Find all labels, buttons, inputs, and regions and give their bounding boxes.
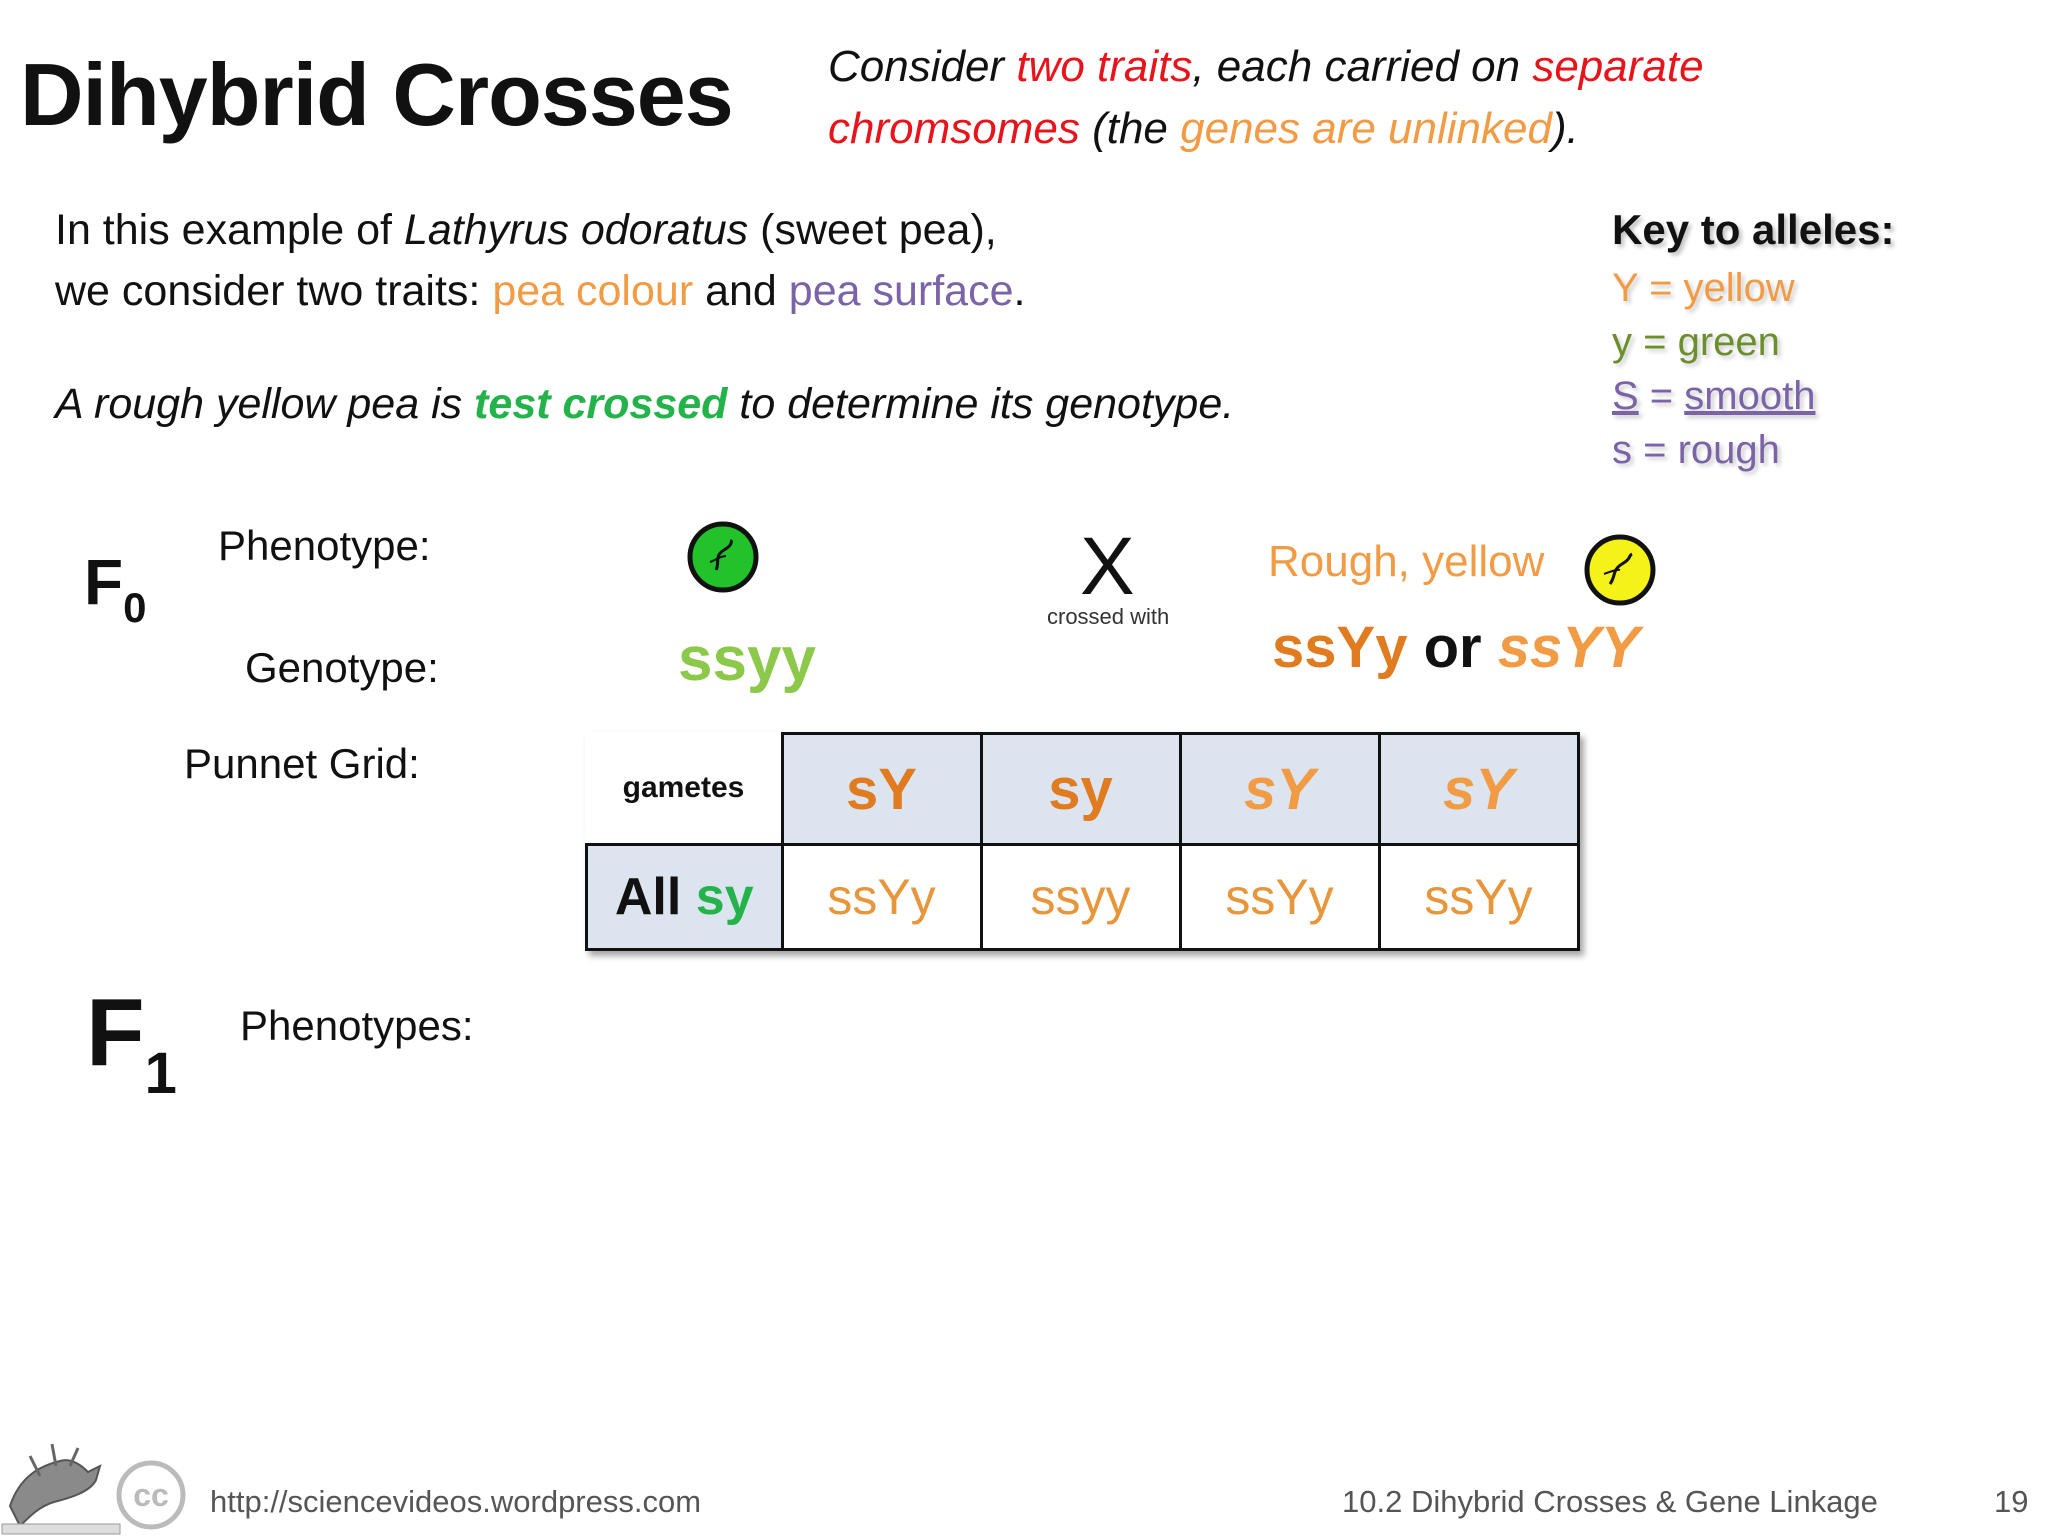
key-item-green: y = green	[1612, 320, 1780, 364]
left-genotype: ssyy	[678, 625, 816, 694]
gamete-header-2: sy	[979, 732, 1182, 846]
phenotype-label: Phenotype:	[218, 522, 431, 569]
footer-course-title: 10.2 Dihybrid Crosses & Gene Linkage	[1342, 1484, 1878, 1519]
green-pea-icon	[687, 521, 759, 593]
gamete-header-3: sY	[1178, 732, 1381, 846]
crossed-with-caption: crossed with	[1047, 604, 1170, 629]
offspring-cell-1: ssYy	[780, 843, 983, 951]
offspring-cell-2: ssyy	[979, 843, 1182, 951]
punnet-grid: gametes sY sy sY sY All sy ssYy ssyy ssY…	[585, 732, 1580, 951]
cc-text: cc	[133, 1477, 169, 1513]
slide-number: 19	[1994, 1484, 2029, 1519]
f1-label: F1	[86, 979, 177, 1106]
f0-label: F0	[84, 546, 147, 631]
row-gamete-label: All sy	[585, 843, 784, 951]
phenotypes-label: Phenotypes:	[240, 1002, 474, 1049]
yellow-pea-icon	[1584, 534, 1656, 606]
key-item-yellow: Y = yellow	[1612, 266, 1795, 310]
punnet-offspring-row: All sy ssYy ssyy ssYy ssYy	[585, 843, 1580, 951]
footer-url[interactable]: http://sciencevideos.wordpress.com	[210, 1484, 702, 1519]
offspring-cell-3: ssYy	[1178, 843, 1381, 951]
gametes-label: gametes	[586, 733, 782, 845]
genotype-label: Genotype:	[245, 644, 439, 691]
creative-commons-icon: cc	[116, 1460, 186, 1530]
intro-line-1: In this example of Lathyrus odoratus (sw…	[55, 206, 997, 254]
gamete-header-4: sY	[1377, 732, 1580, 846]
intro-line-2: we consider two traits: pea colour and p…	[55, 267, 1026, 315]
subtitle-line-1: Consider two traits, each carried on sep…	[828, 42, 1704, 91]
slide-title: Dihybrid Crosses	[20, 45, 734, 144]
key-item-smooth: S = smooth	[1612, 374, 1816, 418]
punnet-header-row: gametes sY sy sY sY	[586, 732, 1580, 846]
key-item-rough: s = rough	[1612, 428, 1780, 472]
offspring-cell-4: ssYy	[1377, 843, 1580, 951]
lizard-logo-icon	[1, 1443, 121, 1535]
right-genotype: ssYy or ssYY	[1272, 615, 1640, 680]
cross-symbol: X	[1080, 521, 1135, 612]
right-phenotype: Rough, yellow	[1268, 537, 1545, 586]
punnet-grid-label: Punnet Grid:	[184, 740, 420, 787]
gamete-header-1: sY	[780, 732, 983, 846]
key-title: Key to alleles:	[1612, 206, 1895, 253]
test-cross-statement: A rough yellow pea is test crossed to de…	[55, 380, 1235, 428]
subtitle-line-2: chromsomes (the genes are unlinked).	[828, 104, 1579, 153]
